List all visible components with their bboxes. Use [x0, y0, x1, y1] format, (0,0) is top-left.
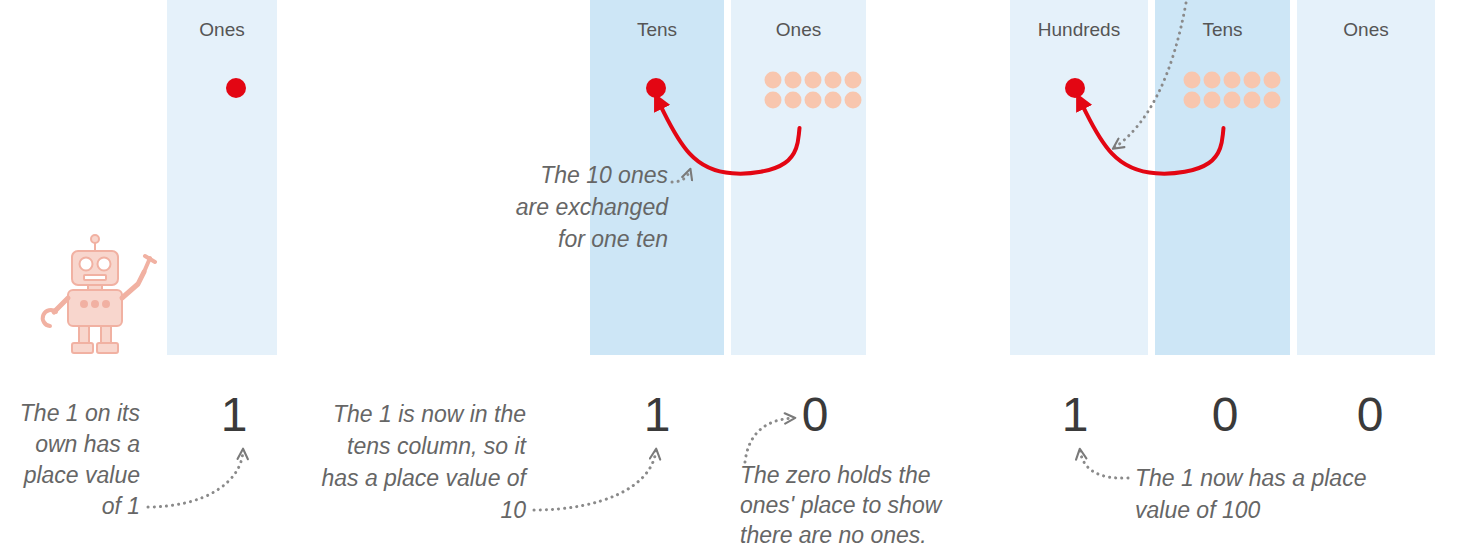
- robot-leg: [101, 326, 111, 344]
- robot-antenna-tip: [91, 235, 99, 243]
- counter-dot: [1204, 72, 1221, 89]
- robot-head: [72, 251, 118, 285]
- counter-dot: [1224, 72, 1241, 89]
- counter-dot: [845, 72, 862, 89]
- robot-button: [81, 301, 87, 307]
- place-value-digit: 0: [1185, 386, 1265, 444]
- column-heading: Tens: [1202, 18, 1242, 42]
- robot-foot: [97, 343, 118, 353]
- place-value-digit: 0: [775, 386, 855, 444]
- counter-dot: [805, 92, 822, 109]
- robot-button: [103, 301, 109, 307]
- column-heading: Hundreds: [1038, 18, 1120, 42]
- column-heading: Ones: [776, 18, 821, 42]
- counter-dot: [785, 72, 802, 89]
- robot-eye: [98, 258, 111, 271]
- robot-claw: [43, 310, 56, 326]
- annotation-note: The 10 ones are exchanged for one ten: [508, 159, 668, 255]
- counter-dot: [845, 92, 862, 109]
- place-value-column: Hundreds: [1010, 0, 1148, 355]
- robot-foot: [72, 343, 93, 353]
- robot-body: [68, 290, 122, 326]
- counter-dot: [765, 92, 782, 109]
- counter-dot: [1184, 72, 1201, 89]
- counter-dot: [1264, 72, 1281, 89]
- robot-arm: [122, 272, 144, 298]
- place-value-column: Ones: [167, 0, 277, 355]
- counter-dot: [1204, 92, 1221, 109]
- counter-dot: [1065, 78, 1085, 98]
- robot-leg: [79, 326, 89, 344]
- annotation-note: The 1 is now in the tens column, so it h…: [311, 398, 526, 526]
- counter-dot: [825, 72, 842, 89]
- column-heading: Tens: [637, 18, 677, 42]
- column-heading: Ones: [1343, 18, 1388, 42]
- robot-eye: [80, 258, 93, 271]
- place-value-digit: 1: [617, 386, 697, 444]
- leader-line: [745, 418, 794, 462]
- counter-dot: [765, 72, 782, 89]
- robot-mouth: [84, 275, 106, 280]
- robot-wrench: [144, 256, 155, 272]
- counter-dot: [1184, 92, 1201, 109]
- counter-dot: [825, 92, 842, 109]
- counter-dot: [805, 72, 822, 89]
- leader-line: [148, 450, 243, 507]
- annotation-note: The 1 on its own has a place value of 1: [6, 398, 140, 522]
- leader-line: [534, 450, 656, 510]
- annotation-note: The 1 now has a place value of 100: [1135, 462, 1385, 526]
- counter-dot: [226, 78, 246, 98]
- place-value-digit: 1: [1035, 386, 1115, 444]
- counter-dot: [1224, 92, 1241, 109]
- counter-dot: [646, 78, 666, 98]
- annotation-note: The zero holds the ones' place to show t…: [740, 460, 972, 550]
- counter-dot: [785, 92, 802, 109]
- robot-button: [92, 301, 98, 307]
- place-value-column: Ones: [731, 0, 866, 355]
- place-value-column: Ones: [1297, 0, 1435, 355]
- place-value-digit: 0: [1330, 386, 1410, 444]
- counter-dot: [1244, 72, 1261, 89]
- column-heading: Ones: [199, 18, 244, 42]
- leader-line: [1080, 450, 1128, 478]
- place-value-digit: 1: [194, 386, 274, 444]
- robot-figure: [43, 235, 155, 353]
- counter-dot: [1244, 92, 1261, 109]
- place-value-column: Tens: [1155, 0, 1290, 355]
- counter-dot: [1264, 92, 1281, 109]
